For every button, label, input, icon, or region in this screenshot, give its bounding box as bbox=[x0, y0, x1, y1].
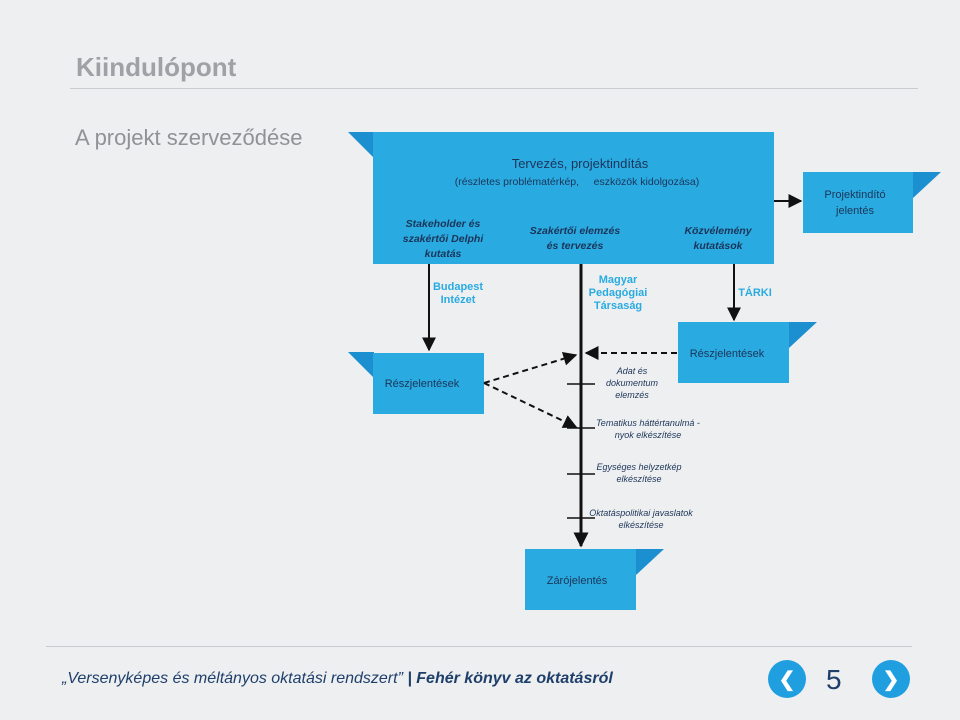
main-box-subtitle: (részletes problématérkép, eszközök kido… bbox=[455, 176, 700, 188]
mpt-line1: Magyar bbox=[599, 274, 638, 286]
footer-divider bbox=[46, 646, 912, 647]
step4-line2: elkészítése bbox=[618, 520, 663, 530]
reszjelentesek-left-box: Részjelentések bbox=[348, 352, 484, 414]
tarki-label: TÁRKI bbox=[738, 286, 772, 299]
reszjelentesek-left-label: Részjelentések bbox=[385, 378, 460, 390]
prev-slide-button[interactable]: ❮ bbox=[768, 660, 806, 698]
col1-line2: szakértői Delphi bbox=[403, 233, 485, 245]
step3-line1: Egységes helyzetkép bbox=[596, 462, 681, 472]
budapest-intezet-line2: Intézet bbox=[441, 294, 476, 306]
reszjelentesek-right-box: Részjelentések bbox=[678, 322, 817, 383]
projektindito-line1: Projektindító bbox=[824, 189, 885, 201]
main-planning-box: Tervezés, projektindítás (részletes prob… bbox=[348, 132, 774, 264]
projektindito-box: Projektindító jelentés bbox=[803, 172, 941, 233]
zarojelentes-label: Zárójelentés bbox=[547, 575, 608, 587]
page-title: Kiindulópont bbox=[76, 52, 237, 82]
step2-line1: Tematikus háttértanulmá - bbox=[596, 418, 700, 428]
step1-line3: elemzés bbox=[615, 390, 649, 400]
reszjelentesek-right-label: Részjelentések bbox=[690, 348, 765, 360]
footer-text: „Versenyképes és méltányos oktatási rend… bbox=[62, 670, 613, 688]
footer-separator: | bbox=[407, 670, 412, 687]
step4-line1: Oktatáspolitikai javaslatok bbox=[589, 508, 693, 518]
step1-line1: Adat és bbox=[616, 366, 648, 376]
col1-line1: Stakeholder és bbox=[406, 218, 481, 230]
footer-book-title: Fehér könyv az oktatásról bbox=[416, 670, 613, 687]
col1-line3: kutatás bbox=[425, 248, 462, 260]
col2-line1: Szakértői elemzés bbox=[530, 225, 621, 237]
zarojelentes-box: Zárójelentés bbox=[525, 549, 664, 610]
projektindito-line2: jelentés bbox=[835, 205, 874, 217]
step2-line2: nyok elkészítése bbox=[615, 430, 682, 440]
page-number: 5 bbox=[826, 664, 842, 695]
col3-line1: Közvélemény bbox=[684, 225, 752, 237]
chevron-right-icon: ❯ bbox=[882, 668, 900, 691]
chevron-left-icon: ❮ bbox=[778, 668, 796, 691]
step3-line2: elkészítése bbox=[616, 474, 661, 484]
next-slide-button[interactable]: ❯ bbox=[872, 660, 910, 698]
mpt-line3: Társaság bbox=[594, 300, 642, 312]
title-divider bbox=[70, 88, 918, 89]
footer-quote: „Versenyképes és méltányos oktatási rend… bbox=[62, 670, 403, 687]
col2-line2: és tervezés bbox=[547, 240, 604, 252]
page-subtitle: A projekt szerveződése bbox=[75, 125, 303, 150]
col3-line2: kutatások bbox=[693, 240, 743, 252]
step1-line2: dokumentum bbox=[606, 378, 659, 388]
mpt-line2: Pedagógiai bbox=[589, 287, 648, 299]
main-box-title: Tervezés, projektindítás bbox=[512, 156, 649, 171]
budapest-intezet-line1: Budapest bbox=[433, 281, 483, 293]
